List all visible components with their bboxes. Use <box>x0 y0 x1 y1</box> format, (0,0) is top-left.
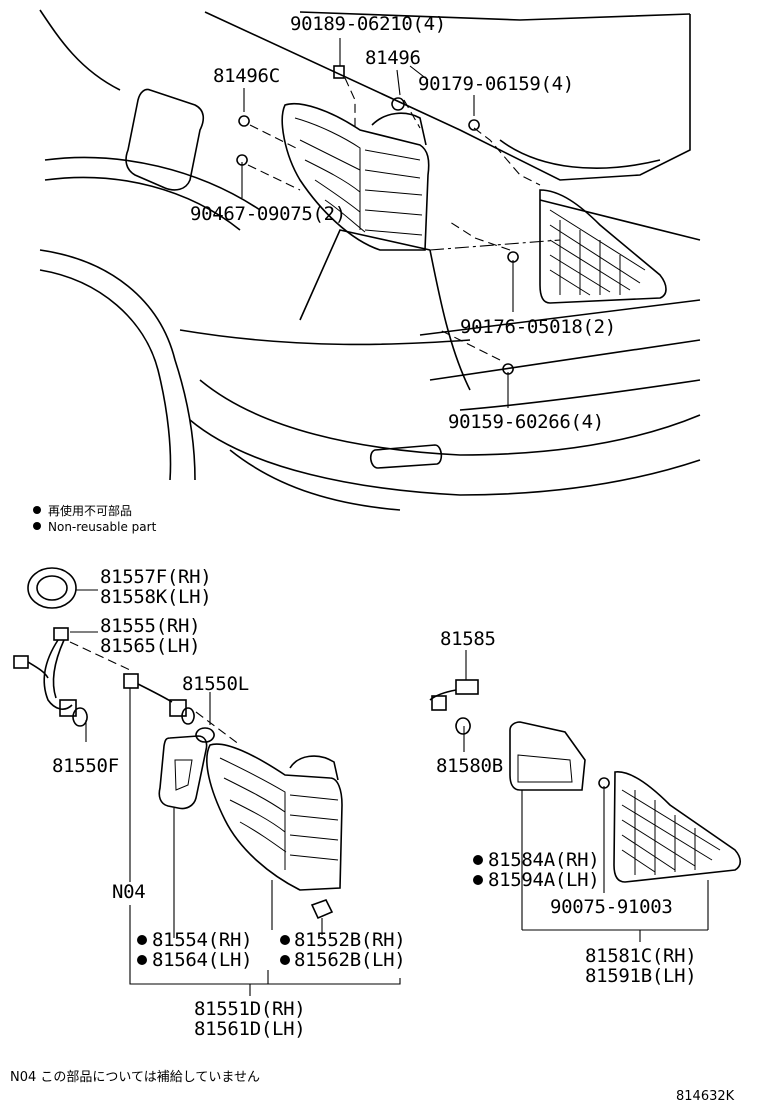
assembly-bracket-left <box>129 880 401 996</box>
inner-tail-lamp-upper <box>539 189 667 304</box>
label-90075-91003: 90075-91003 <box>550 896 673 918</box>
clip-illustration <box>310 899 334 935</box>
outer-tail-lamp-lower <box>206 743 343 891</box>
inner-gasket-illustration <box>509 721 586 930</box>
vehicle-rear-illustration <box>39 9 701 511</box>
label-81550l: 81550L <box>182 673 249 695</box>
socket-gasket-illustration <box>27 567 98 609</box>
label-81496c: 81496C <box>213 65 280 87</box>
assembly-bracket-right <box>522 929 708 942</box>
lamp-gasket-illustration <box>158 735 208 938</box>
fasteners-upper <box>236 65 519 375</box>
legend: 再使用不可部品 Non-reusable part <box>33 503 157 534</box>
label-90179-06159: 90179-06159(4) <box>418 73 574 95</box>
legend-jp: 再使用不可部品 <box>48 503 132 518</box>
non-reusable-dot-icon <box>473 875 483 885</box>
label-81557f: 81557F(RH) <box>100 566 211 588</box>
leader-lines-upper <box>241 38 561 408</box>
label-81561d: 81561D(LH) <box>194 1018 305 1040</box>
label-81565: 81565(LH) <box>100 635 200 657</box>
label-81555: 81555(RH) <box>100 615 200 637</box>
non-reusable-dot-icon <box>137 935 147 945</box>
label-81585: 81585 <box>440 628 496 650</box>
outer-tail-lamp-upper <box>281 102 430 251</box>
label-81562b: 81562B(LH) <box>294 949 405 971</box>
non-reusable-dot-icon <box>33 522 41 530</box>
socket-and-wire-illustration <box>13 627 131 742</box>
label-n04: N04 <box>112 881 145 903</box>
label-90467-09075: 90467-09075(2) <box>190 203 346 225</box>
non-reusable-dot-icon <box>280 955 290 965</box>
legend-en: Non-reusable part <box>48 520 157 534</box>
label-90159-60266: 90159-60266(4) <box>448 411 604 433</box>
label-81580b: 81580B <box>436 755 503 777</box>
screw-illustration <box>598 777 610 893</box>
diagram-id: 814632K <box>676 1089 735 1104</box>
label-81558k: 81558K(LH) <box>100 586 211 608</box>
label-81594a: 81594A(LH) <box>488 869 599 891</box>
label-90189-06210: 90189-06210(4) <box>290 13 446 35</box>
label-81551d: 81551D(RH) <box>194 998 305 1020</box>
non-reusable-dot-icon <box>33 506 41 514</box>
non-reusable-dot-icon <box>473 855 483 865</box>
label-81554: 81554(RH) <box>152 929 252 951</box>
label-81496: 81496 <box>365 47 421 69</box>
label-90176-05018: 90176-05018(2) <box>460 316 616 338</box>
non-reusable-dot-icon <box>137 955 147 965</box>
label-81552b: 81552B(RH) <box>294 929 405 951</box>
label-81591b: 81591B(LH) <box>585 965 696 987</box>
sub-socket-illustration <box>123 673 241 882</box>
non-reusable-dot-icon <box>280 935 290 945</box>
inner-tail-lamp-lower <box>613 771 742 930</box>
inner-socket-illustration <box>429 650 479 752</box>
label-81550f: 81550F <box>52 755 119 777</box>
footnote: N04 この部品については補給していません <box>10 1070 260 1085</box>
label-81564: 81564(LH) <box>152 949 252 971</box>
label-81584a: 81584A(RH) <box>488 849 599 871</box>
label-81581c: 81581C(RH) <box>585 945 696 967</box>
